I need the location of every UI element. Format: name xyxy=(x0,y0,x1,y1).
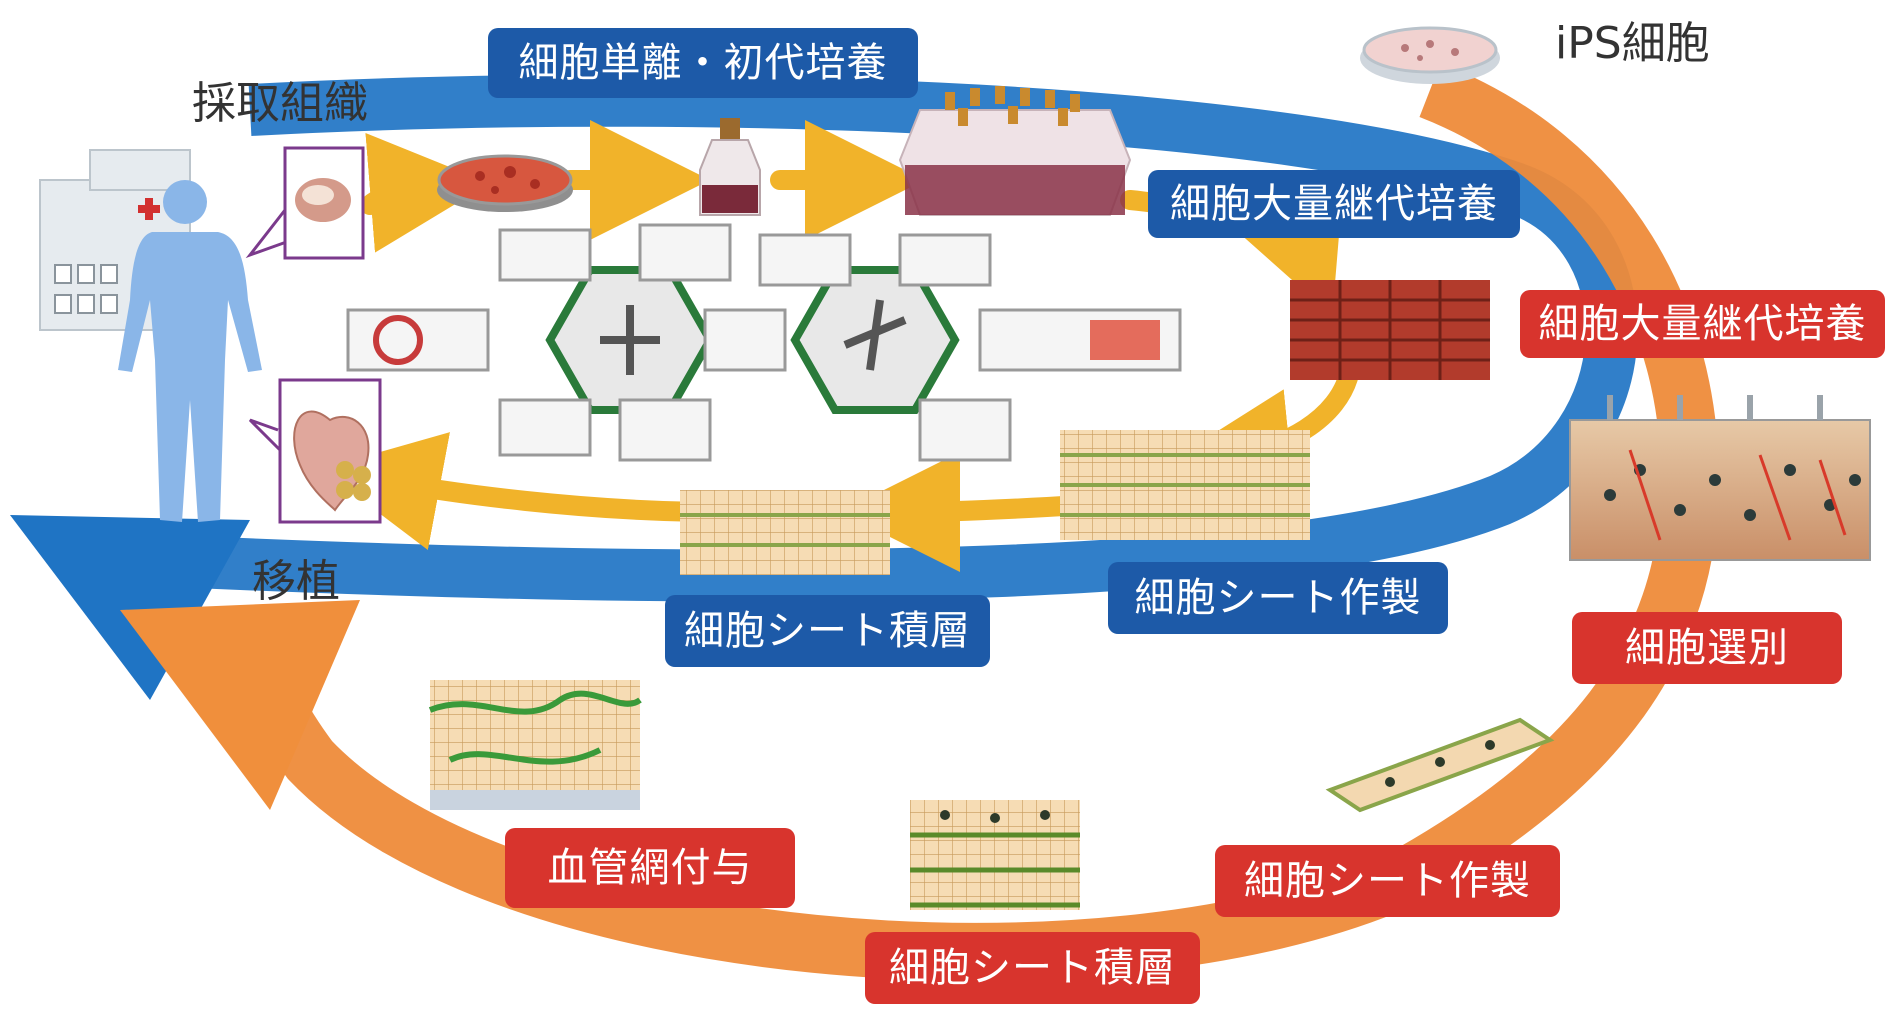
cell-sheet-stack-icon xyxy=(910,800,1080,910)
blue-step-sheet-layering: 細胞シート積層 xyxy=(665,595,990,667)
red-step-selection: 細胞選別 xyxy=(1572,612,1842,684)
cell-sheet-stack-icon xyxy=(680,430,1310,575)
heart-icon xyxy=(248,378,382,524)
flask-array-icon xyxy=(898,86,1132,216)
red-step-sheet-layering: 細胞シート積層 xyxy=(865,932,1200,1004)
ips-dish-icon xyxy=(1360,26,1500,84)
blue-step-expansion: 細胞大量継代培養 xyxy=(1148,170,1520,238)
cell-sheet-icon xyxy=(1325,717,1555,813)
dish-stack-icon xyxy=(1290,280,1490,380)
culture-dish-icon xyxy=(437,154,573,212)
vascular-tissue-icon xyxy=(428,680,642,810)
transplant-label: 移植 xyxy=(252,556,340,607)
bioreactor-icon xyxy=(1569,395,1871,561)
culture-flask-icon xyxy=(699,118,761,216)
person-icon xyxy=(118,180,262,522)
tissue-label: 採取組織 xyxy=(192,78,368,129)
red-step-sheet-fabrication: 細胞シート作製 xyxy=(1215,845,1560,917)
tissue-sample-icon xyxy=(245,146,365,260)
blue-step-sheet-fabrication: 細胞シート作製 xyxy=(1108,562,1448,634)
red-step-expansion: 細胞大量継代培養 xyxy=(1520,290,1885,358)
blue-step-isolation: 細胞単離・初代培養 xyxy=(488,28,918,98)
ips-label: iPS細胞 xyxy=(1555,18,1710,69)
automation-module-icon xyxy=(346,223,1182,462)
red-step-vascularization: 血管網付与 xyxy=(505,828,795,908)
